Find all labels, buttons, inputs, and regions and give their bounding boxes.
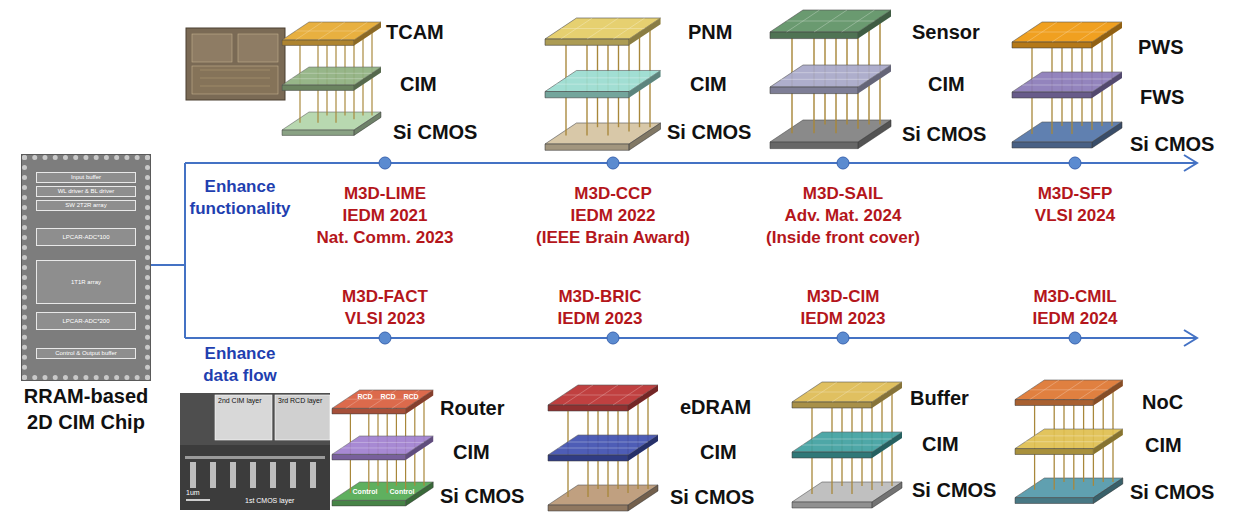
layer-label: CIM: [400, 72, 437, 96]
micrograph-label: 1um: [186, 489, 200, 497]
milestone-label: M3D-BRIC: [558, 287, 641, 307]
block-label: RCD: [403, 393, 418, 401]
layer-label: CIM: [928, 72, 965, 96]
layer-label: Si CMOS: [912, 478, 996, 502]
milestone-label: M3D-SAIL: [803, 184, 883, 204]
block-label: Control: [353, 488, 378, 496]
layer-label: CIM: [453, 440, 490, 464]
block-label: LPCAR-ADC*100: [62, 234, 109, 241]
layer-label: CIM: [700, 440, 737, 464]
block-label: Control & Output buffer: [55, 350, 117, 357]
micrograph-label: 1st CMOS layer: [245, 497, 294, 505]
milestone-label: Nat. Comm. 2023: [317, 228, 454, 248]
block-label: Input buffer: [71, 174, 101, 181]
layer-label: Si CMOS: [670, 485, 754, 509]
layer-label: TCAM: [386, 20, 444, 44]
milestone-label: M3D-LIME: [344, 184, 426, 204]
layer-label: CIM: [922, 432, 959, 456]
milestone-label: M3D-CCP: [574, 184, 651, 204]
block-label: LPCAR-ADC*200: [62, 318, 109, 325]
milestone-label: M3D-CMIL: [1033, 287, 1116, 307]
block-label: RCD: [380, 393, 395, 401]
layer-label: NoC: [1142, 390, 1183, 414]
layer-label: Si CMOS: [1130, 132, 1214, 156]
layer-label: Sensor: [912, 20, 980, 44]
chip-photo: RRAM-based 2D CIM ChipInput bufferWL dri…: [22, 155, 150, 380]
layer-label: Router: [440, 396, 504, 420]
layer-label: Si CMOS: [667, 120, 751, 144]
milestone-label: IEDM 2023: [557, 309, 642, 329]
milestone-label: IEDM 2024: [1032, 309, 1117, 329]
milestone-label: (Inside front cover): [766, 228, 920, 248]
milestone-label: VLSI 2023: [345, 309, 425, 329]
block-label: 1T1R array: [71, 279, 101, 286]
layer-label: eDRAM: [680, 395, 751, 419]
block-label: Control: [390, 488, 415, 496]
milestone-label: M3D-CIM: [807, 287, 880, 307]
layer-label: Si CMOS: [1130, 480, 1214, 504]
chip-block: LPCAR-ADC*200: [36, 312, 136, 330]
micrograph-label: 3rd RCD layer: [278, 397, 322, 405]
layer-label: Si CMOS: [440, 484, 524, 508]
chip-block: SW 2T2R array: [36, 200, 136, 211]
milestone-label: IEDM 2022: [570, 206, 655, 226]
block-label: RCD: [357, 393, 372, 401]
track-label: Enhance data flow: [188, 343, 292, 387]
layer-label: PWS: [1138, 35, 1184, 59]
chip-label: RRAM-based 2D CIM Chip: [18, 383, 154, 435]
block-label: WL driver & BL driver: [58, 188, 115, 195]
layer-label: CIM: [690, 72, 727, 96]
track-label: Enhance functionality: [188, 176, 292, 220]
block-label: SW 2T2R array: [65, 202, 106, 209]
chip-block: 1T1R array: [36, 260, 136, 304]
milestone-label: VLSI 2024: [1035, 206, 1115, 226]
chip-block: Input buffer: [36, 172, 136, 183]
micrograph-label: 2nd CIM layer: [218, 397, 262, 405]
layer-label: Buffer: [910, 386, 969, 410]
milestone-label: (IEEE Brain Award): [536, 228, 690, 248]
milestone-label: M3D-SFP: [1038, 184, 1113, 204]
layer-label: Si CMOS: [902, 122, 986, 146]
layer-label: CIM: [1145, 433, 1182, 457]
layer-label: FWS: [1140, 85, 1184, 109]
milestone-label: Adv. Mat. 2024: [785, 206, 902, 226]
milestone-label: M3D-FACT: [342, 287, 428, 307]
layer-label: Si CMOS: [393, 120, 477, 144]
milestone-label: IEDM 2021: [342, 206, 427, 226]
chip-block: LPCAR-ADC*100: [36, 228, 136, 246]
layer-label: PNM: [688, 20, 732, 44]
chip-block: WL driver & BL driver: [36, 186, 136, 197]
chip-block: Control & Output buffer: [36, 348, 136, 359]
milestone-label: IEDM 2023: [800, 309, 885, 329]
